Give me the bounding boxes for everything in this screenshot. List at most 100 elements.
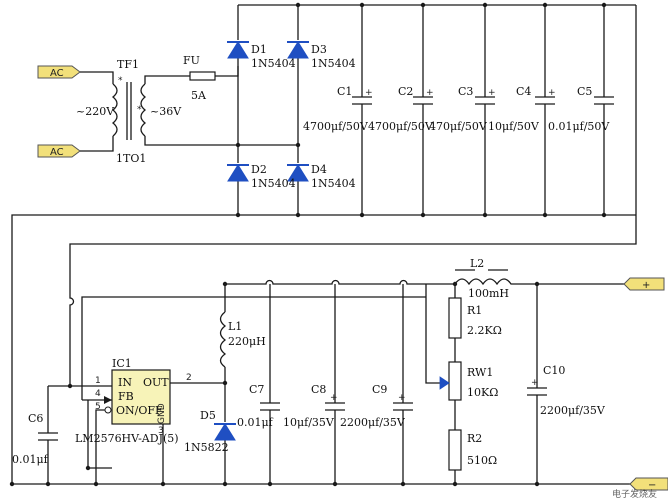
c7-name: C7 — [249, 383, 264, 396]
transformer-primary-coil — [111, 83, 118, 137]
cap-c3-symbol — [475, 96, 495, 105]
ic1-pin-out: OUT — [143, 376, 169, 389]
ac-terminal-top — [37, 65, 81, 79]
primary-voltage: ~220V — [76, 105, 115, 118]
c2-name: C2 — [398, 85, 413, 98]
c6-value: 0.01μf — [12, 453, 49, 466]
ic1-name: IC1 — [112, 357, 132, 370]
ic1-fb-arrow — [104, 396, 112, 404]
c3-value: 470μf/50V — [429, 120, 488, 133]
c8-value: 10μf/35V — [283, 416, 335, 429]
transformer-part: 1TO1 — [116, 152, 146, 165]
cap-c2-symbol — [413, 96, 433, 105]
ic1-pin-in: IN — [118, 376, 132, 389]
feedback-wire — [81, 284, 441, 400]
output-negative-label: − — [648, 480, 656, 491]
d2-name: D2 — [251, 163, 267, 176]
c7-value: 0.01μf — [237, 416, 274, 429]
r2-value: 510Ω — [467, 454, 497, 467]
c2-value: 4700μf/50V — [368, 120, 434, 133]
l2-coil — [454, 278, 630, 286]
tf1-label: TF1 — [117, 58, 139, 71]
ac-terminal-bottom-label: AC — [50, 147, 64, 158]
resistor-r2 — [448, 429, 462, 471]
diode-d4 — [287, 164, 309, 182]
polarity-dots-2: * — [137, 105, 142, 115]
primary-wires — [80, 71, 114, 152]
d1-part: 1N5404 — [251, 57, 296, 70]
rw1-name: RW1 — [467, 366, 493, 379]
ac-terminal-bottom — [37, 144, 81, 158]
ic1-pin5-num: 5 — [95, 402, 101, 412]
cap-c5-symbol — [594, 96, 614, 105]
positive-link-wire — [69, 5, 637, 387]
ic1-pin3-num: 3 — [158, 426, 164, 436]
polarity-dots: * — [118, 76, 123, 86]
c5-value: 0.01μf/50V — [548, 120, 610, 133]
c1-value: 4700μf/50V — [303, 120, 369, 133]
plus-marks: + — [365, 88, 373, 98]
l1-name: L1 — [228, 320, 242, 333]
l2-name: L2 — [470, 257, 484, 270]
c8-name: C8 — [311, 383, 326, 396]
l2-value: 100mH — [468, 287, 509, 300]
ic1-body — [111, 369, 171, 425]
potentiometer-rw1 — [448, 361, 462, 401]
ic1-pin-onoff: ON/OFF — [116, 404, 163, 417]
transformer-core — [126, 82, 132, 140]
c6-wires — [47, 385, 70, 484]
c10-value: 2200μf/35V — [540, 404, 606, 417]
secondary-voltage: ~36V — [150, 105, 182, 118]
cap-wires — [361, 5, 605, 215]
d3-name: D3 — [311, 43, 327, 56]
output-terminal-positive — [623, 277, 665, 291]
diode-d5 — [214, 423, 236, 441]
diode-d2 — [227, 164, 249, 182]
d5-part: 1N5822 — [184, 441, 229, 454]
cap-c4-symbol — [535, 96, 555, 105]
ic1-pin-gnd: GND — [157, 403, 167, 424]
d4-name: D4 — [311, 163, 327, 176]
c5-name: C5 — [577, 85, 592, 98]
fuse-label: FU — [183, 54, 200, 67]
c9-name: C9 — [372, 383, 387, 396]
ic1-pin-fb: FB — [118, 390, 134, 403]
d4-part: 1N5404 — [311, 177, 356, 190]
d5-name: D5 — [200, 409, 216, 422]
junction-dots-bottom — [9, 281, 540, 487]
c10-name: C10 — [543, 364, 565, 377]
ic1-part: LM2576HV-ADJ(5) — [75, 432, 179, 445]
fuse — [189, 71, 216, 81]
watermark: 电子发烧友 — [612, 488, 657, 500]
resistor-r1 — [448, 297, 462, 339]
rw1-value: 10KΩ — [467, 386, 498, 399]
c9-value: 2200μf/35V — [340, 416, 406, 429]
d2-part: 1N5404 — [251, 177, 296, 190]
plus-marks-4: + — [548, 88, 556, 98]
d3-part: 1N5404 — [311, 57, 356, 70]
diode-d3 — [287, 41, 309, 59]
plus-marks-2: + — [426, 88, 434, 98]
ic1-pin4-num: 4 — [95, 389, 101, 399]
rw1-wiper-arrow — [439, 376, 450, 390]
output-rail — [225, 279, 455, 285]
diode-d1 — [227, 41, 249, 59]
output-positive-label: + — [642, 280, 650, 291]
ic1-onoff-wire — [95, 409, 105, 484]
l1-value: 220μH — [228, 335, 266, 348]
d1-name: D1 — [251, 43, 267, 56]
c10-plus: + — [531, 378, 539, 388]
plus-marks-3: + — [488, 88, 496, 98]
ground-link-wire — [11, 214, 636, 485]
c6-name: C6 — [28, 412, 43, 425]
ic1-fb-wire — [82, 399, 112, 469]
l1-coil — [219, 311, 227, 368]
c8-plus: + — [330, 393, 338, 403]
junction-dots-top — [235, 2, 607, 218]
ic1-onoff-bubble — [104, 406, 112, 414]
r2-name: R2 — [467, 432, 482, 445]
c9-plus: + — [398, 393, 406, 403]
r1-name: R1 — [467, 304, 482, 317]
